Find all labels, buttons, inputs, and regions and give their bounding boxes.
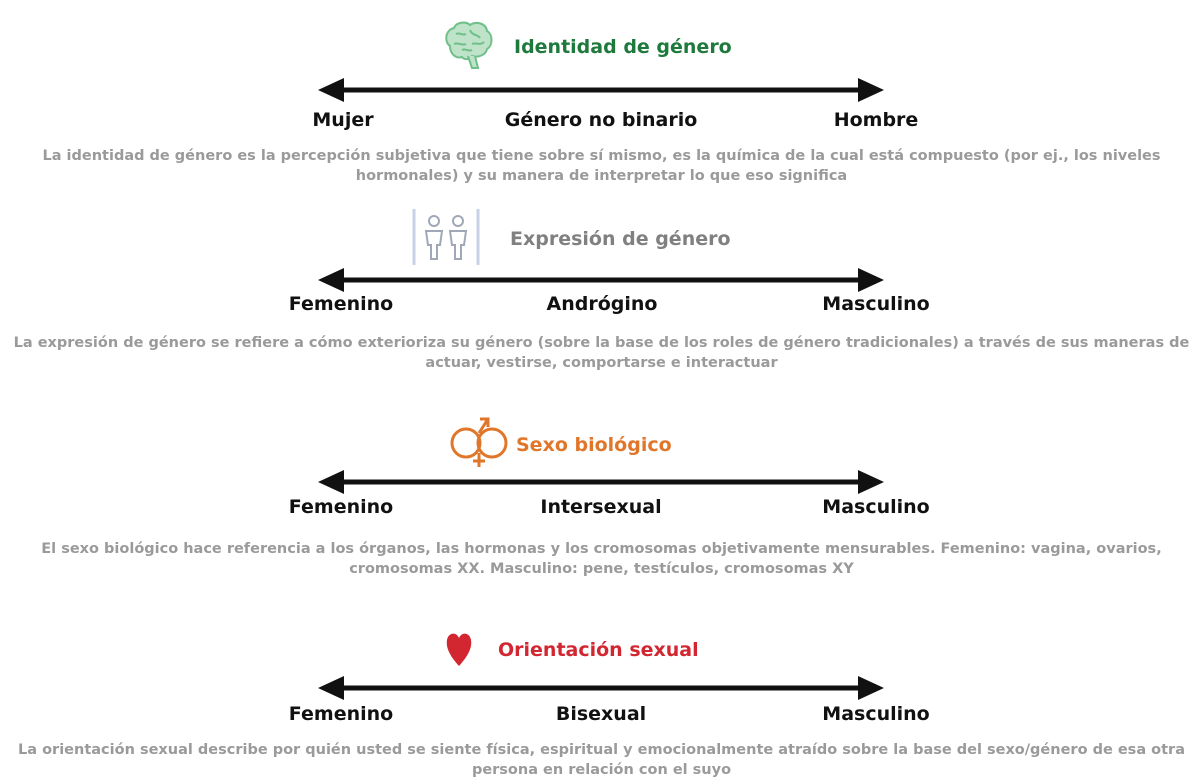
sex-symbol-icon: [444, 415, 514, 475]
spectrum-label-middle: Género no binario: [504, 109, 698, 131]
gender-identity-header: Identidad de género: [442, 20, 732, 74]
spectrum-label-right: Masculino: [822, 293, 930, 315]
spectrum-arrow: [318, 676, 884, 700]
people-icon: [412, 207, 480, 271]
spectrum-label-left: Femenino: [288, 293, 394, 315]
spectrum-label-left: Femenino: [288, 703, 394, 725]
brain-icon: [442, 20, 494, 74]
spectrum-label-right: Hombre: [833, 109, 919, 131]
spectrum-label-right: Masculino: [822, 703, 930, 725]
spectrum-label-middle: Bisexual: [555, 703, 647, 725]
spectrum-arrow: [318, 268, 884, 292]
spectrum-arrow: [318, 470, 884, 494]
section-description: La expresión de género se refiere a cómo…: [13, 335, 1190, 371]
section-title: Orientación sexual: [498, 639, 699, 661]
biological-sex-header: Sexo biológico: [444, 415, 672, 475]
section-title: Expresión de género: [510, 228, 731, 250]
section-description: El sexo biológico hace referencia a los …: [41, 541, 1162, 577]
spectrum-arrow: [318, 78, 884, 102]
sexual-orientation-header: Orientación sexual: [446, 628, 699, 672]
gender-expression-header: Expresión de género: [412, 207, 731, 271]
spectrum-label-left: Mujer: [312, 109, 374, 131]
spectrum-label-middle: Andrógino: [546, 293, 658, 315]
spectrum-label-right: Masculino: [822, 496, 930, 518]
section-title: Sexo biológico: [516, 434, 672, 456]
spectrum-label-middle: Intersexual: [540, 496, 662, 518]
section-description: La orientación sexual describe por quién…: [18, 742, 1185, 778]
spectrum-label-left: Femenino: [288, 496, 394, 518]
section-title: Identidad de género: [514, 36, 732, 58]
heart-icon: [446, 628, 472, 672]
section-description: La identidad de género es la percepción …: [42, 148, 1161, 184]
